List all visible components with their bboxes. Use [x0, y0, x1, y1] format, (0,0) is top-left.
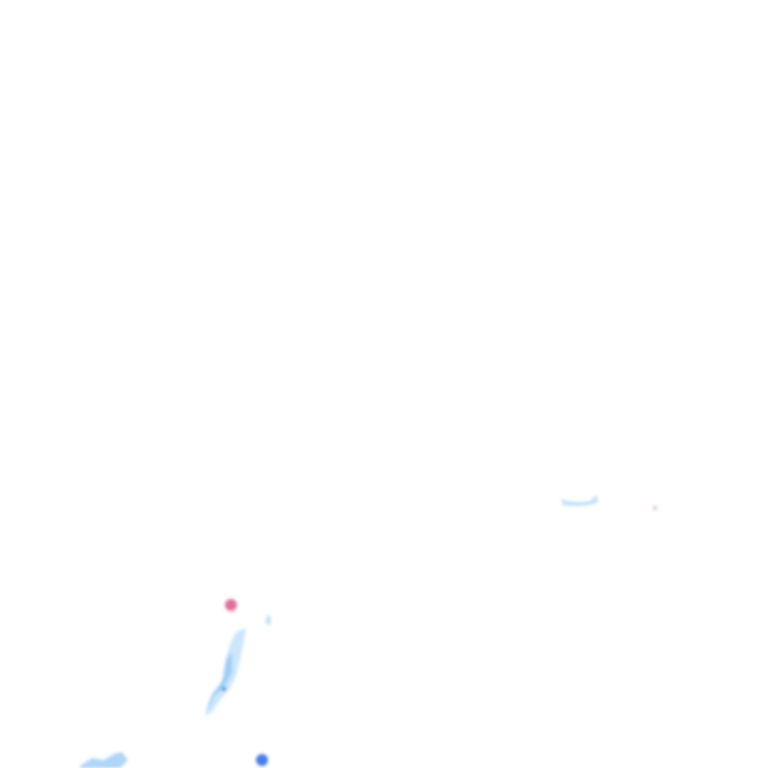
echo-heavy-cell [256, 754, 268, 766]
echo-east-light [561, 495, 598, 506]
echo-small-light [265, 614, 271, 626]
echo-band-medium [206, 652, 232, 712]
echo-east-mixed [653, 506, 657, 510]
echo-mixed-cell [225, 599, 237, 611]
echo-southwest-light [80, 752, 128, 768]
echo-heavy-dot [222, 687, 226, 691]
